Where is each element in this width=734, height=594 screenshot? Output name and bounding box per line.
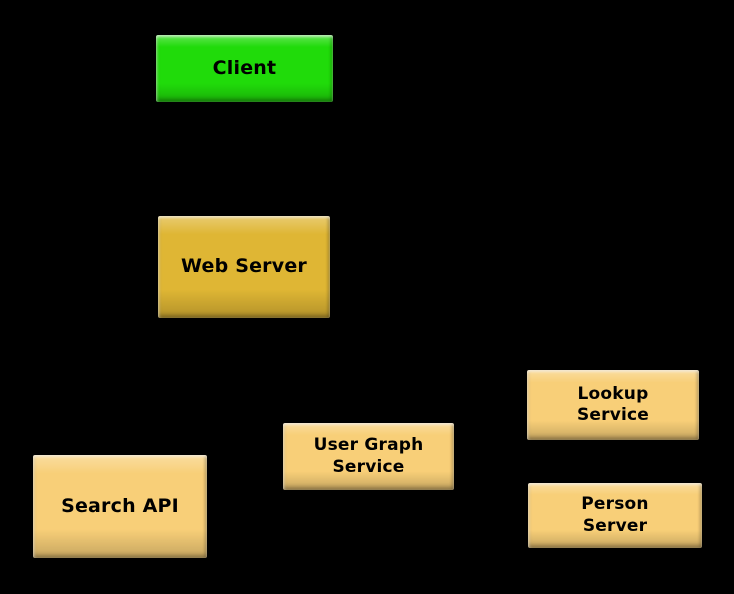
node-person-server: Person Server: [528, 483, 702, 548]
node-web-server: Web Server: [158, 216, 330, 318]
node-client: Client: [156, 35, 333, 102]
node-user-graph-service: User Graph Service: [283, 423, 454, 490]
node-lookup-service: Lookup Service: [527, 370, 699, 440]
node-search-api: Search API: [33, 455, 207, 558]
node-label: Person Server: [581, 494, 649, 536]
node-label: User Graph Service: [313, 435, 424, 477]
node-label: Search API: [61, 494, 179, 517]
node-label: Lookup Service: [576, 383, 650, 425]
node-label: Web Server: [181, 255, 307, 278]
node-label: Client: [212, 56, 277, 79]
